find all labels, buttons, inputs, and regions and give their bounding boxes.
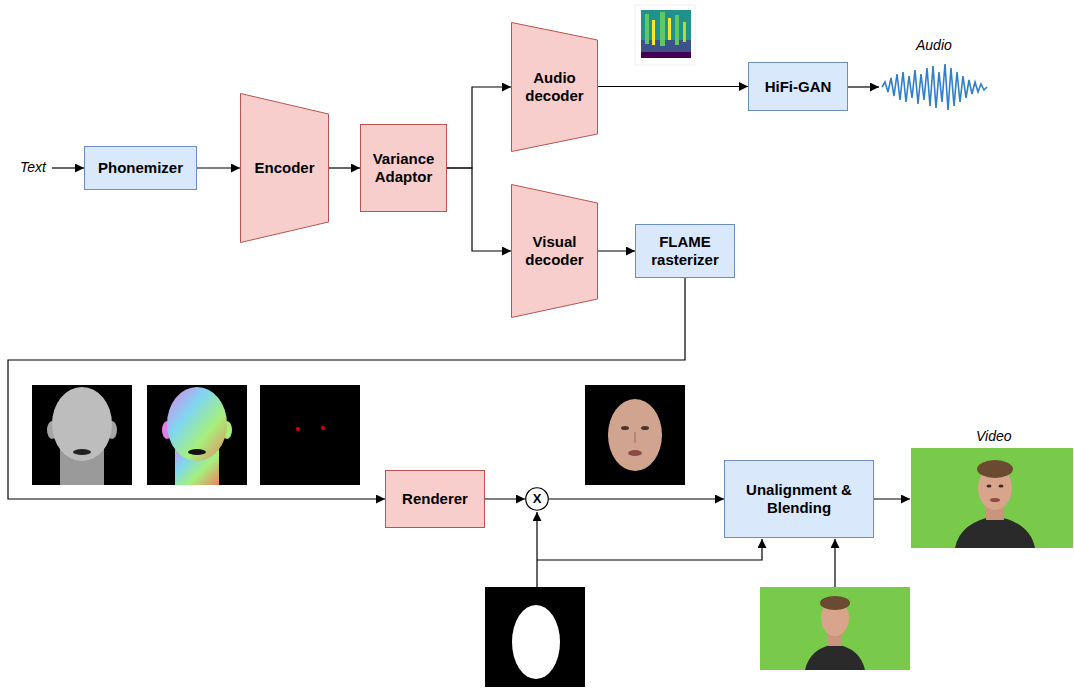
connector-arrow — [549, 498, 724, 499]
person-hair — [977, 460, 1013, 478]
image-background — [585, 385, 685, 485]
spectrogram-band — [668, 18, 671, 40]
mask-wire — [537, 539, 762, 560]
green-screen — [760, 587, 910, 670]
node-label: Unalignment & Blending — [730, 481, 868, 517]
trapezoid-shape — [512, 185, 598, 318]
connector-arrow — [598, 250, 635, 251]
person-mouth — [990, 498, 1000, 502]
connector-arrow — [329, 167, 360, 168]
trapezoid-shape — [241, 94, 329, 243]
output-video-image — [911, 448, 1073, 548]
io-label: Audio — [916, 37, 952, 53]
input-arrow — [52, 167, 84, 168]
trapezoid-shape — [512, 23, 598, 152]
mesh-head — [52, 387, 112, 461]
node-label: Phonemizer — [98, 159, 183, 177]
face-mouth — [628, 450, 642, 456]
rendered-face-image — [585, 385, 685, 485]
process-box: Renderer — [385, 470, 485, 528]
image-background — [260, 385, 360, 485]
node-label: Encoder — [254, 159, 314, 177]
spectrogram-plot — [641, 10, 691, 58]
io-label: Video — [976, 428, 1012, 444]
normal-mouth — [188, 449, 206, 455]
face-mask-image — [485, 587, 585, 687]
process-box: Variance Adaptor — [360, 124, 447, 212]
normal-head — [167, 387, 227, 461]
person-eye — [999, 485, 1004, 488]
process-box: HiFi-GAN — [748, 62, 848, 111]
network-block: Encoder — [240, 93, 329, 243]
spectrogram-band — [675, 15, 679, 45]
image-background — [32, 385, 132, 485]
node-label: X — [533, 491, 542, 507]
connector-arrow — [197, 167, 240, 168]
normal-map-image — [147, 385, 247, 485]
connector-arrow — [447, 168, 511, 251]
person-shirt — [955, 516, 1035, 548]
multiply-operator: X — [525, 487, 549, 511]
node-label: Variance Adaptor — [366, 150, 441, 186]
node-label: Audio decoder — [519, 69, 590, 105]
spectrogram-image — [635, 5, 695, 65]
network-block: Visual decoder — [511, 184, 598, 318]
mask-wire — [536, 512, 537, 587]
mesh-mouth — [73, 449, 91, 455]
person-hair — [820, 596, 850, 610]
shaded-mesh-image — [32, 385, 132, 485]
spectrogram-band — [645, 14, 649, 44]
face-eye — [641, 426, 649, 430]
image-background — [147, 385, 247, 485]
process-box: Unalignment & Blending — [724, 460, 874, 538]
eye-landmark — [321, 426, 325, 430]
background-wire — [834, 539, 835, 587]
circle-shape — [526, 488, 549, 511]
connector-arrow — [598, 86, 748, 87]
background-frame-image — [760, 587, 910, 670]
spectrogram-band — [652, 20, 655, 45]
image-background — [485, 587, 585, 687]
spectrogram-frame — [635, 5, 695, 65]
face-skin — [608, 399, 662, 471]
face-nose — [634, 432, 636, 443]
connector-arrow — [485, 498, 525, 499]
output-arrow — [848, 86, 879, 87]
landmark-image — [260, 385, 360, 485]
io-label: Text — [20, 159, 46, 175]
node-label: Renderer — [402, 490, 468, 508]
mask-region — [512, 605, 560, 679]
face-eye — [621, 426, 629, 430]
connector-arrow — [8, 278, 685, 499]
eye-landmark — [296, 427, 300, 431]
spectrogram-band — [683, 22, 686, 42]
audio-waveform — [882, 64, 987, 110]
output-arrow — [874, 498, 910, 499]
process-box: Phonemizer — [84, 146, 197, 190]
person-eye — [987, 485, 992, 488]
spectrogram-band — [660, 12, 665, 46]
connector-arrow — [447, 87, 511, 168]
green-screen — [911, 448, 1073, 548]
network-block: Audio decoder — [511, 22, 598, 152]
spectrogram-band — [641, 52, 691, 58]
node-label: Visual decoder — [519, 233, 590, 269]
node-label: FLAME rasterizer — [641, 233, 729, 269]
process-box: FLAME rasterizer — [635, 224, 735, 278]
person-shirt — [805, 644, 865, 670]
node-label: HiFi-GAN — [765, 78, 832, 96]
